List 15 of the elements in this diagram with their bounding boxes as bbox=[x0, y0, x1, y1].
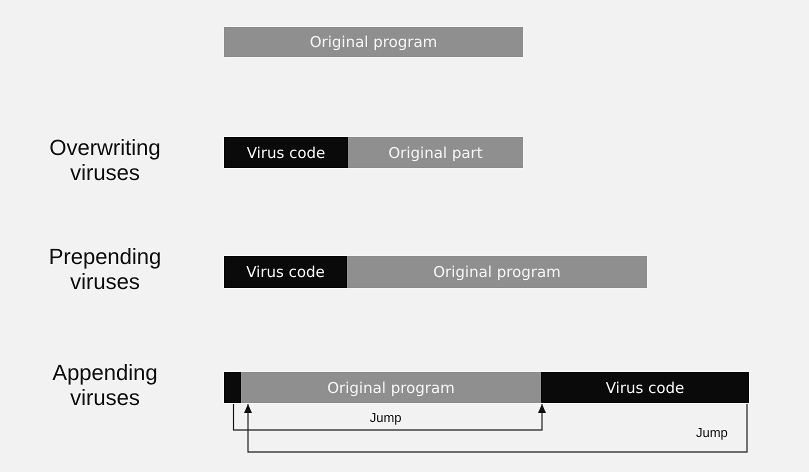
row-heading: Appending viruses bbox=[51, 360, 159, 410]
virus-code-segment: Virus code bbox=[541, 372, 749, 403]
edge-label: Jump bbox=[368, 410, 404, 425]
program-segment: Original program bbox=[224, 27, 523, 57]
row-heading: Overwriting viruses bbox=[48, 135, 162, 185]
edge-label: Jump bbox=[694, 425, 730, 440]
jump-arrow bbox=[244, 404, 748, 453]
jump-arrow bbox=[232, 404, 546, 431]
row-heading: Prepending viruses bbox=[48, 244, 162, 294]
program-segment: Original part bbox=[348, 137, 523, 168]
program-segment: Original program bbox=[347, 256, 647, 288]
jump-instruction-block bbox=[224, 372, 241, 403]
program-segment: Original program bbox=[241, 372, 541, 403]
virus-code-segment: Virus code bbox=[224, 256, 347, 288]
virus-code-segment: Virus code bbox=[224, 137, 348, 168]
